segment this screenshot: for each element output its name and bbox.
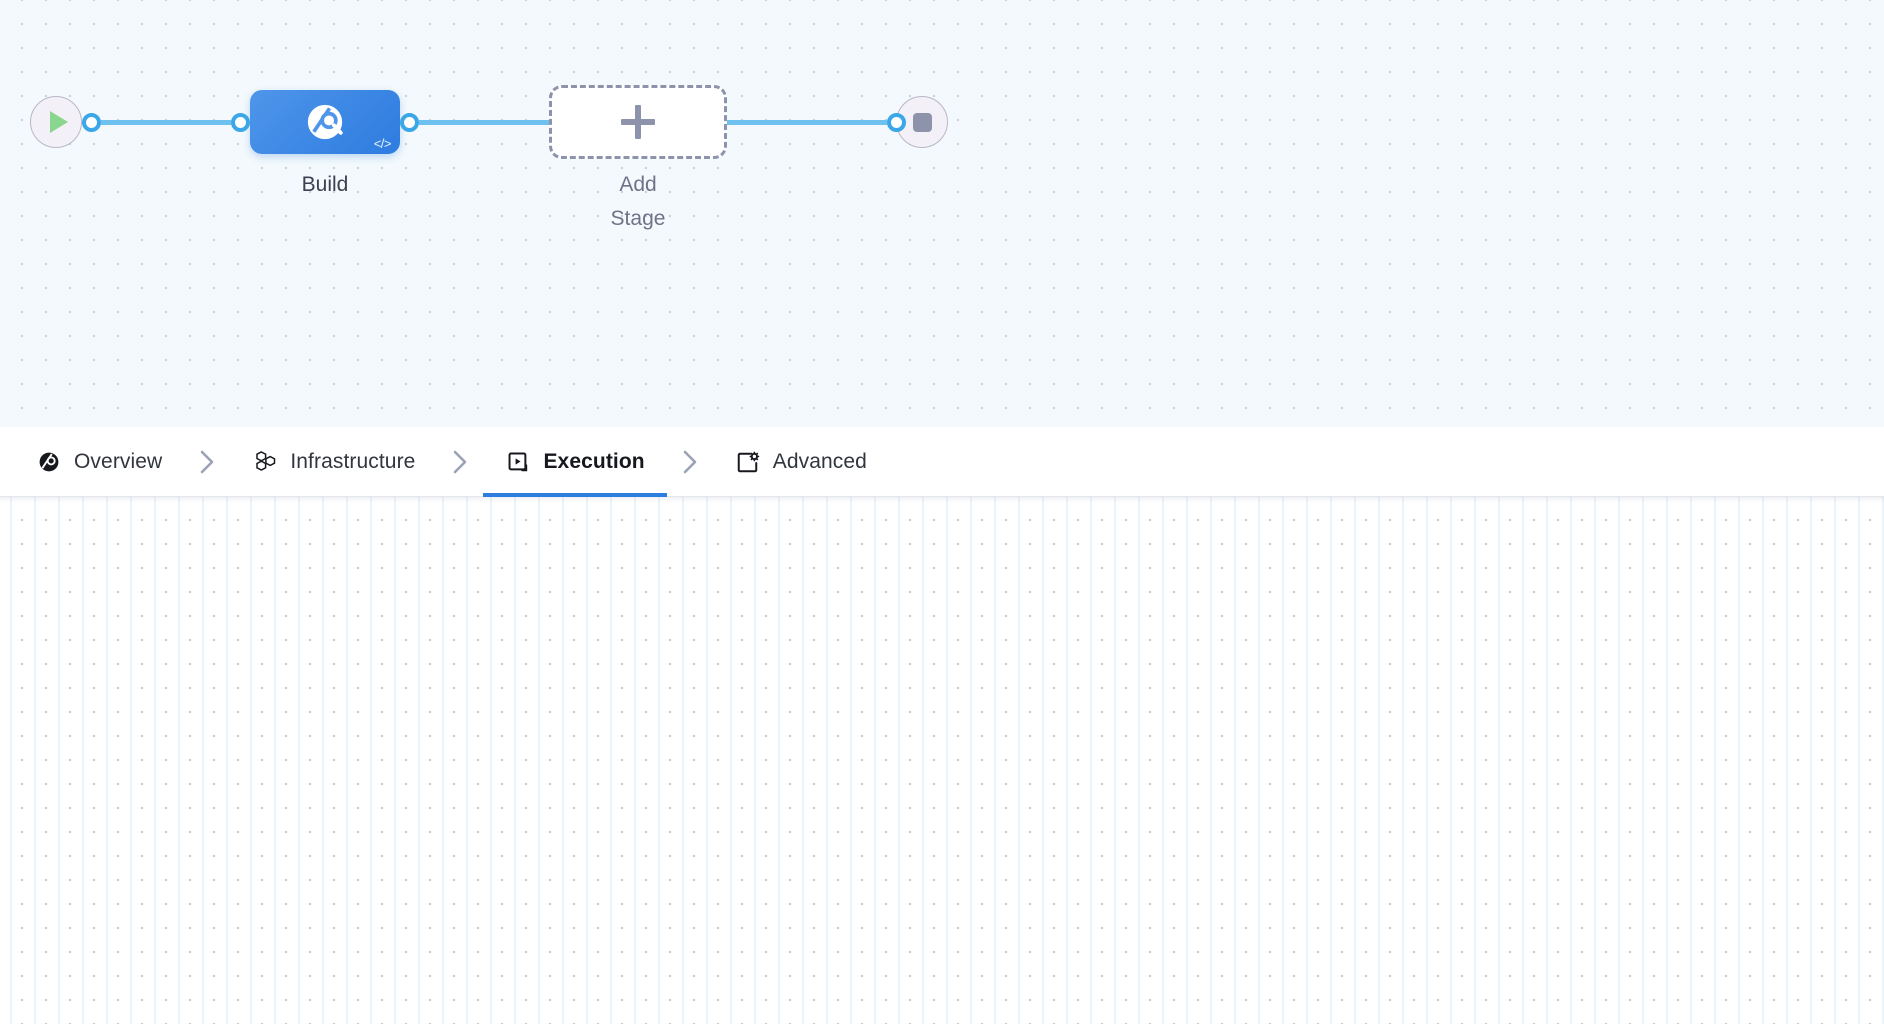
tab-overview[interactable]: Overview (14, 427, 184, 497)
stage-start-node[interactable] (30, 96, 82, 148)
stage-node-label: Build (301, 173, 349, 196)
connector-port[interactable] (887, 112, 906, 132)
connector-port[interactable] (82, 112, 101, 132)
chevron-right-icon (184, 427, 230, 497)
advanced-icon (735, 449, 761, 475)
stage-node-build[interactable]: </> Build (250, 90, 400, 196)
chevron-right-icon (437, 427, 483, 497)
play-icon (50, 111, 68, 133)
tab-execution[interactable]: Execution (483, 427, 667, 497)
connector-link (419, 119, 549, 125)
connector-link (727, 119, 887, 125)
tab-infrastructure[interactable]: Infrastructure (230, 427, 437, 497)
connector-port[interactable] (400, 112, 419, 132)
overview-icon (36, 449, 62, 475)
tab-label: Infrastructure (290, 450, 416, 473)
step-canvas[interactable]: </> Background (0, 497, 1884, 1024)
connector-port[interactable] (231, 112, 250, 132)
tab-advanced[interactable]: Advanced (713, 427, 889, 497)
infrastructure-icon (252, 449, 278, 475)
stage-config-tab-bar: Overview Infrastructure (0, 427, 1884, 497)
execution-icon (505, 449, 531, 475)
stop-icon (912, 112, 932, 132)
add-stage-node[interactable]: Add Stage (549, 85, 727, 230)
build-stage-icon (304, 101, 346, 143)
connector-link (101, 119, 231, 125)
code-badge: </> (373, 136, 392, 151)
stage-card[interactable]: </> (250, 90, 400, 154)
tab-label: Execution (543, 450, 645, 473)
add-stage-card[interactable] (549, 85, 727, 159)
stage-canvas[interactable]: </> Build Add Stage (0, 0, 1884, 427)
plus-icon (621, 105, 655, 139)
chevron-right-icon (667, 427, 713, 497)
tab-label: Advanced (772, 450, 867, 473)
tab-label: Overview (74, 450, 163, 473)
add-stage-label: Add Stage (610, 173, 666, 231)
